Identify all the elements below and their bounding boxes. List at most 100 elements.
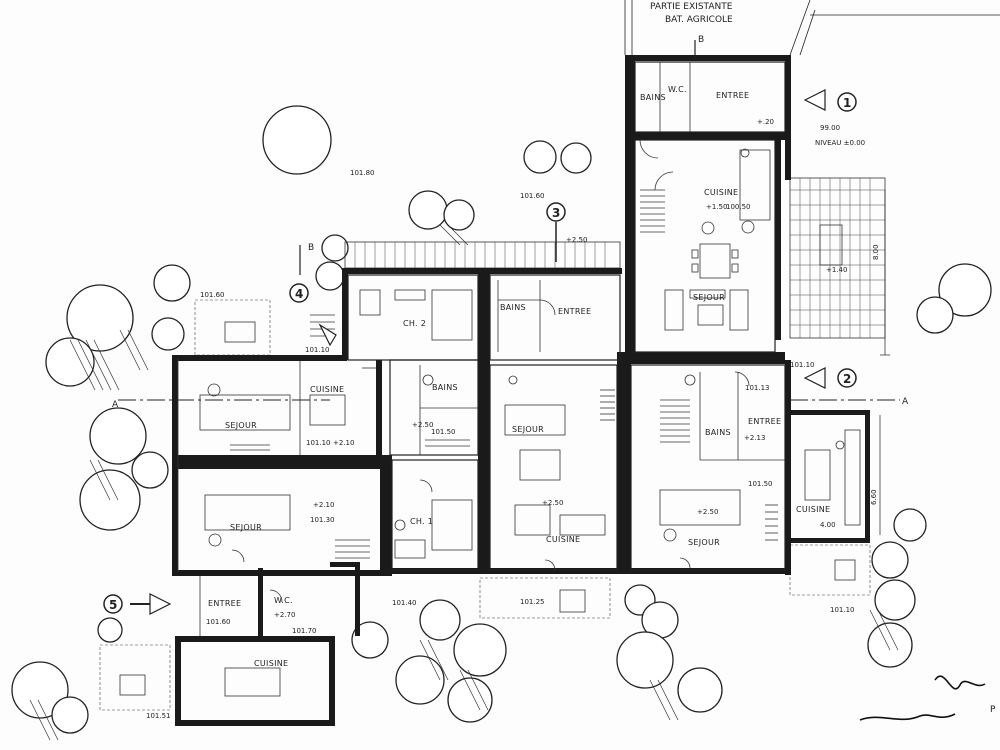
sofa-group bbox=[199, 394, 291, 431]
level-label: 99.00 bbox=[820, 124, 840, 132]
room-label: ENTREE bbox=[748, 417, 781, 426]
room-label: BAINS bbox=[640, 93, 666, 102]
kitchen-counter bbox=[739, 149, 771, 221]
tree bbox=[66, 284, 134, 352]
room-label: SEJOUR bbox=[688, 538, 720, 547]
existing-part-label: PARTIE EXISTANTE bbox=[650, 2, 733, 12]
room-label: ENTREE bbox=[716, 91, 749, 100]
trees bbox=[11, 105, 992, 734]
tree bbox=[893, 508, 927, 542]
dining-table bbox=[224, 667, 281, 697]
tree bbox=[443, 199, 475, 231]
tree bbox=[447, 677, 493, 723]
room-label: ENTREE bbox=[558, 307, 591, 316]
tree bbox=[11, 661, 69, 719]
level-label: +2.50 bbox=[542, 499, 563, 507]
existing-part-label-2: BAT. AGRICOLE bbox=[665, 15, 733, 25]
tree bbox=[938, 263, 992, 317]
section-lines bbox=[118, 0, 1000, 535]
arrow-diagonal-icon bbox=[318, 323, 337, 347]
entrance-marker-5: 5 bbox=[103, 593, 172, 615]
room-label: SEJOUR bbox=[693, 293, 725, 302]
arrow-right-icon bbox=[149, 593, 172, 615]
tree bbox=[315, 261, 345, 291]
labels: PARTIE EXISTANTE BAT. AGRICOLE ENTREE W.… bbox=[112, 2, 996, 720]
level-label: 101.80 bbox=[350, 169, 375, 177]
tree bbox=[867, 622, 913, 668]
svg-text:3: 3 bbox=[552, 206, 560, 220]
entrance-marker-3: 3 bbox=[546, 202, 566, 262]
tree bbox=[97, 617, 123, 643]
room-label: SEJOUR bbox=[230, 523, 262, 532]
level-label: 101.60 bbox=[520, 192, 545, 200]
sofa bbox=[729, 289, 749, 331]
stairs bbox=[230, 189, 778, 559]
bed bbox=[431, 289, 473, 341]
tree bbox=[616, 631, 674, 689]
kitchen-counter bbox=[844, 429, 861, 526]
signature bbox=[859, 675, 986, 721]
svg-text:1: 1 bbox=[843, 96, 851, 110]
room-label: W.C. bbox=[668, 85, 687, 94]
room-label: ENTREE bbox=[208, 599, 241, 608]
section-label-a-left: A bbox=[112, 400, 119, 410]
room-label: BAINS bbox=[500, 303, 526, 312]
room-label: CUISINE bbox=[796, 505, 830, 514]
desk bbox=[394, 539, 426, 559]
level-label: +2.10 bbox=[313, 501, 334, 509]
room-label: SEJOUR bbox=[225, 421, 257, 430]
terrace-table bbox=[224, 321, 256, 343]
level-label: +2.50 bbox=[566, 236, 587, 244]
entrance-marker-4: 4 bbox=[289, 283, 337, 347]
door-swings bbox=[231, 139, 750, 603]
level-label: NIVEAU ±0.00 bbox=[815, 139, 865, 147]
svg-text:2: 2 bbox=[843, 372, 851, 386]
entrance-marker-1: 1 bbox=[803, 89, 857, 112]
level-label: +2.13 bbox=[744, 434, 765, 442]
tree bbox=[262, 105, 332, 175]
tree bbox=[51, 696, 89, 734]
tree bbox=[419, 599, 461, 641]
dining-table bbox=[804, 449, 831, 501]
kitchen-counter bbox=[559, 514, 606, 536]
room-label: CUISINE bbox=[254, 659, 288, 668]
coffee-table bbox=[697, 304, 724, 326]
level-label: 101.10 bbox=[305, 346, 330, 354]
tree bbox=[153, 264, 191, 302]
terrace-table bbox=[834, 559, 856, 581]
level-label: 100.50 bbox=[726, 203, 751, 211]
terrace-table bbox=[819, 224, 843, 266]
level-label: +1.40 bbox=[826, 266, 847, 274]
svg-text:4: 4 bbox=[295, 287, 303, 301]
walls bbox=[172, 55, 870, 726]
level-label: 101.70 bbox=[292, 627, 317, 635]
level-label: +2.50 bbox=[412, 421, 433, 429]
tree bbox=[131, 451, 169, 489]
furniture bbox=[119, 148, 861, 697]
level-label: +2.50 bbox=[697, 508, 718, 516]
tree bbox=[453, 623, 507, 677]
section-label-a-right: A bbox=[902, 397, 909, 407]
level-label: 101.50 bbox=[748, 480, 773, 488]
terrace-table bbox=[559, 589, 586, 613]
entrance-marker-2: 2 bbox=[803, 367, 857, 389]
coffee-table bbox=[519, 449, 561, 481]
svg-text:5: 5 bbox=[109, 598, 117, 612]
level-label: 101.40 bbox=[392, 599, 417, 607]
section-label-b-top: B bbox=[698, 35, 704, 45]
level-label: 101.13 bbox=[745, 384, 770, 392]
partitions bbox=[177, 61, 786, 636]
level-label: 101.25 bbox=[520, 598, 545, 606]
level-label: 8.00 bbox=[872, 244, 880, 260]
tree bbox=[351, 621, 389, 659]
level-label: +2.70 bbox=[274, 611, 295, 619]
tree bbox=[321, 234, 349, 262]
room-label: CUISINE bbox=[310, 385, 344, 394]
tree bbox=[45, 337, 95, 387]
room-label: CH. 1 bbox=[410, 517, 433, 526]
arrow-left-icon bbox=[803, 89, 826, 111]
level-label: +1.50 bbox=[706, 203, 727, 211]
entrance-markers: 1 2 3 4 5 bbox=[103, 89, 857, 615]
room-label: BAINS bbox=[705, 428, 731, 437]
